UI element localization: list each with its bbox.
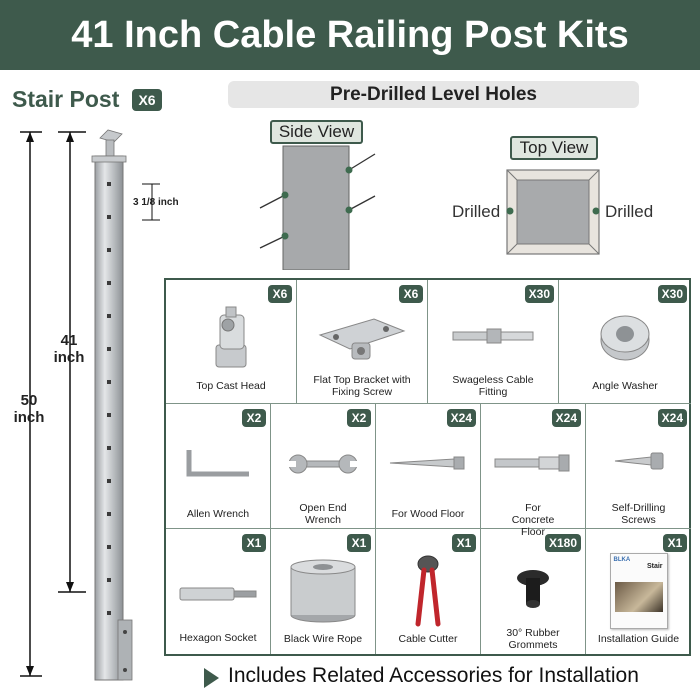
stair-post-illustration: [20, 129, 160, 681]
top-view-diagram: [506, 169, 600, 255]
flat-top-bracket-icon: [318, 318, 406, 360]
concrete-anchor-icon: [494, 454, 570, 472]
post-hole: [107, 545, 111, 549]
accessory-cell: X24 For Wood Floor: [376, 404, 481, 529]
dimension-total-height: 50 inch: [13, 392, 45, 426]
post-hole: [107, 446, 111, 450]
post-hole: [107, 578, 111, 582]
accessory-label: Self-Drilling Screws: [611, 502, 666, 526]
angle-washer-icon: [600, 315, 650, 361]
post-hole: [107, 314, 111, 318]
accessory-label: For Wood Floor: [391, 508, 465, 520]
quantity-badge: X30: [657, 285, 687, 303]
quantity-badge: X1: [242, 534, 266, 552]
quantity-badge: X2: [347, 409, 371, 427]
cable-fitting-icon: [452, 328, 534, 344]
top-view-label: Top View: [510, 136, 598, 160]
guide-title: Stair: [646, 563, 663, 570]
post-hole: [107, 182, 111, 186]
accessory-label: Allen Wrench: [186, 508, 250, 520]
drilled-label-right: Drilled: [605, 202, 654, 221]
accessory-label: For Concrete Floor: [511, 502, 555, 538]
accessory-cell: X1 BLKA Stair Installation Guide: [586, 529, 691, 654]
accessory-cell: X1 Black Wire Rope: [271, 529, 376, 654]
quantity-badge: X1: [452, 534, 476, 552]
dimension-hole-spacing: 3 1/8 inch: [133, 197, 179, 208]
accessory-cell: X6 Flat Top Bracket with Fixing Screw: [297, 280, 428, 404]
play-arrow-icon: [204, 668, 219, 688]
quantity-badge: X6: [399, 285, 423, 303]
quantity-badge: X2: [242, 409, 266, 427]
rubber-grommet-icon: [517, 570, 549, 608]
wood-screw-icon: [389, 456, 465, 470]
post-hole: [107, 479, 111, 483]
wire-rope-icon: [290, 559, 356, 623]
accessory-cell: X1 Cable Cutter: [376, 529, 481, 654]
dimension-rail-height: 41 inch: [53, 332, 85, 366]
page-title: 41 Inch Cable Railing Post Kits: [0, 0, 700, 70]
accessory-label: Installation Guide: [597, 633, 680, 645]
quantity-badge: X1: [663, 534, 687, 552]
accessory-label: Black Wire Rope: [283, 633, 363, 645]
guide-brand: BLKA: [613, 557, 631, 563]
quantity-badge: X24: [657, 409, 687, 427]
quantity-badge: X24: [446, 409, 476, 427]
accessory-cell: X24 For Concrete Floor: [481, 404, 586, 538]
post-hole: [107, 413, 111, 417]
drilled-label-left: Drilled: [452, 202, 501, 221]
stair-post-quantity-badge: X6: [132, 89, 162, 111]
quantity-badge: X24: [551, 409, 581, 427]
accessory-cell: X2 Allen Wrench: [166, 404, 271, 529]
post-hole: [107, 512, 111, 516]
quantity-badge: X1: [347, 534, 371, 552]
accessory-cell: X180 30° Rubber Grommets: [481, 529, 586, 654]
pre-drilled-holes-title: Pre-Drilled Level Holes: [228, 81, 639, 108]
side-view-diagram: [259, 145, 376, 270]
accessory-cell: X1 Hexagon Socket: [166, 529, 271, 654]
post-hole: [107, 611, 111, 615]
post-hole: [107, 215, 111, 219]
accessory-label: Top Cast Head: [196, 380, 266, 392]
cable-cutter-icon: [415, 555, 441, 627]
stair-post-title: Stair Post: [12, 86, 120, 112]
accessory-label: 30° Rubber Grommets: [506, 627, 560, 651]
side-view-label: Side View: [270, 120, 363, 144]
allen-wrench-icon: [186, 450, 249, 477]
accessory-label: Open End Wrench: [299, 502, 347, 526]
post-hole: [107, 380, 111, 384]
accessory-label: Hexagon Socket: [179, 632, 257, 644]
accessory-cell: X30 Angle Washer: [559, 280, 691, 404]
accessory-cell: X2 Open End Wrench: [271, 404, 376, 529]
accessory-label: Swageless Cable Fitting: [452, 374, 534, 398]
footer-note: Includes Related Accessories for Install…: [228, 664, 639, 687]
quantity-badge: X180: [544, 534, 581, 552]
accessory-label: Cable Cutter: [398, 633, 458, 645]
installation-guide-icon: BLKA Stair: [609, 553, 668, 629]
accessory-cell: X30 Swageless Cable Fitting: [428, 280, 559, 404]
accessory-cell: X24 Self-Drilling Screws: [586, 404, 691, 529]
hex-socket-icon: [179, 587, 257, 601]
accessory-cell: X6 Top Cast Head: [166, 280, 297, 404]
top-cast-head-icon: [215, 306, 247, 368]
quantity-badge: X6: [268, 285, 292, 303]
open-end-wrench-icon: [288, 454, 358, 474]
post-hole: [107, 248, 111, 252]
self-drilling-screw-icon: [614, 452, 663, 470]
quantity-badge: X30: [524, 285, 554, 303]
accessory-label: Angle Washer: [592, 380, 658, 392]
accessory-label: Flat Top Bracket with Fixing Screw: [313, 374, 411, 398]
accessories-grid: X6 Top Cast Head X6 Flat Top Bracket wit…: [164, 278, 691, 656]
post-hole: [107, 347, 111, 351]
post-hole: [107, 281, 111, 285]
